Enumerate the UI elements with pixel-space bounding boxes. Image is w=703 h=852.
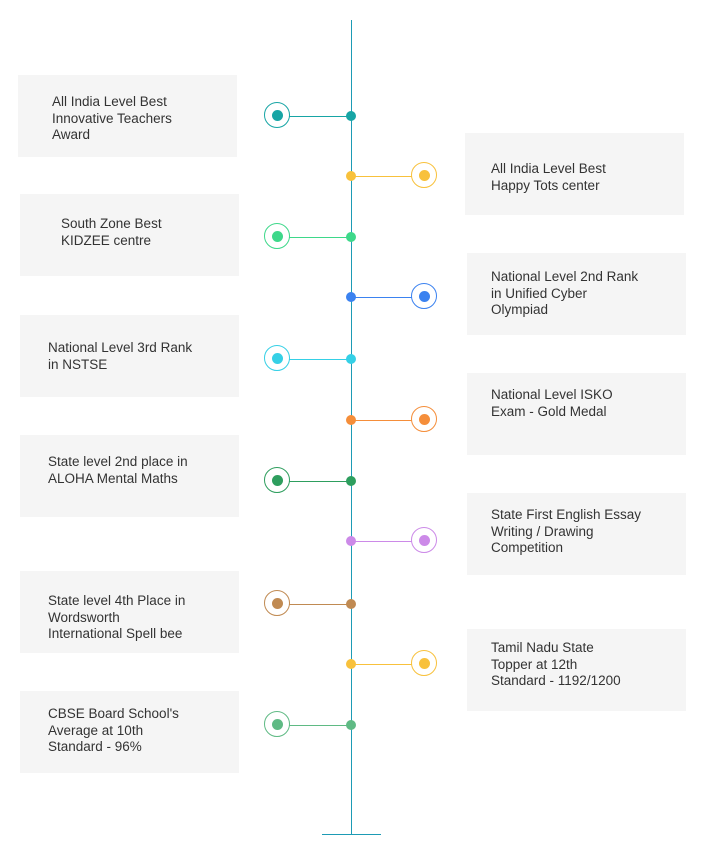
marker-ring <box>411 406 437 432</box>
milestone-card: All India Level Best Innovative Teachers… <box>18 75 237 157</box>
milestone-text: State level 4th Place in Wordsworth Inte… <box>48 593 186 641</box>
axis-dot <box>346 232 356 242</box>
marker-ring <box>411 650 437 676</box>
milestone-card: National Level 3rd Rank in NSTSE <box>20 315 239 397</box>
milestone-text: National Level ISKO Exam - Gold Medal <box>491 387 613 419</box>
milestone-text: All India Level Best Innovative Teachers… <box>52 94 172 142</box>
axis-dot <box>346 536 356 546</box>
milestone-card: State level 4th Place in Wordsworth Inte… <box>20 571 239 653</box>
milestone-text: State First English Essay Writing / Draw… <box>491 507 642 555</box>
marker-ring <box>264 711 290 737</box>
marker-ring <box>264 102 290 128</box>
milestone-text: State level 2nd place in ALOHA Mental Ma… <box>48 454 188 486</box>
milestone-text: CBSE Board School's Average at 10th Stan… <box>48 706 179 754</box>
milestone-text: All India Level Best Happy Tots center <box>491 161 606 193</box>
axis-dot <box>346 476 356 486</box>
marker-ring <box>411 283 437 309</box>
milestone-card: All India Level Best Happy Tots center <box>465 133 684 215</box>
axis-dot <box>346 354 356 364</box>
marker-ring <box>411 162 437 188</box>
connector-line <box>351 297 425 298</box>
connector-line <box>351 176 425 177</box>
connector-line <box>278 237 352 238</box>
axis-dot <box>346 111 356 121</box>
axis-dot <box>346 171 356 181</box>
axis-dot <box>346 415 356 425</box>
marker-ring <box>411 527 437 553</box>
connector-line <box>351 420 425 421</box>
timeline-base <box>322 834 381 835</box>
connector-line <box>351 541 425 542</box>
axis-dot <box>346 720 356 730</box>
connector-line <box>278 725 352 726</box>
axis-dot <box>346 659 356 669</box>
milestone-text: South Zone Best KIDZEE centre <box>61 216 162 248</box>
axis-dot <box>346 599 356 609</box>
milestone-card: CBSE Board School's Average at 10th Stan… <box>20 691 239 773</box>
marker-ring <box>264 345 290 371</box>
axis-dot <box>346 292 356 302</box>
connector-line <box>278 604 352 605</box>
milestone-card: Tamil Nadu State Topper at 12th Standard… <box>467 629 686 711</box>
timeline-axis <box>351 20 352 835</box>
milestone-text: National Level 2nd Rank in Unified Cyber… <box>491 269 639 317</box>
marker-ring <box>264 590 290 616</box>
milestone-card: State level 2nd place in ALOHA Mental Ma… <box>20 435 239 517</box>
milestone-card: State First English Essay Writing / Draw… <box>467 493 686 575</box>
connector-line <box>278 481 352 482</box>
milestone-card: National Level 2nd Rank in Unified Cyber… <box>467 253 686 335</box>
connector-line <box>351 664 425 665</box>
marker-ring <box>264 467 290 493</box>
milestone-card: South Zone Best KIDZEE centre <box>20 194 239 276</box>
milestone-text: Tamil Nadu State Topper at 12th Standard… <box>491 640 621 688</box>
marker-ring <box>264 223 290 249</box>
milestone-card: National Level ISKO Exam - Gold Medal <box>467 373 686 455</box>
milestone-text: National Level 3rd Rank in NSTSE <box>48 340 193 372</box>
connector-line <box>278 359 352 360</box>
connector-line <box>278 116 352 117</box>
